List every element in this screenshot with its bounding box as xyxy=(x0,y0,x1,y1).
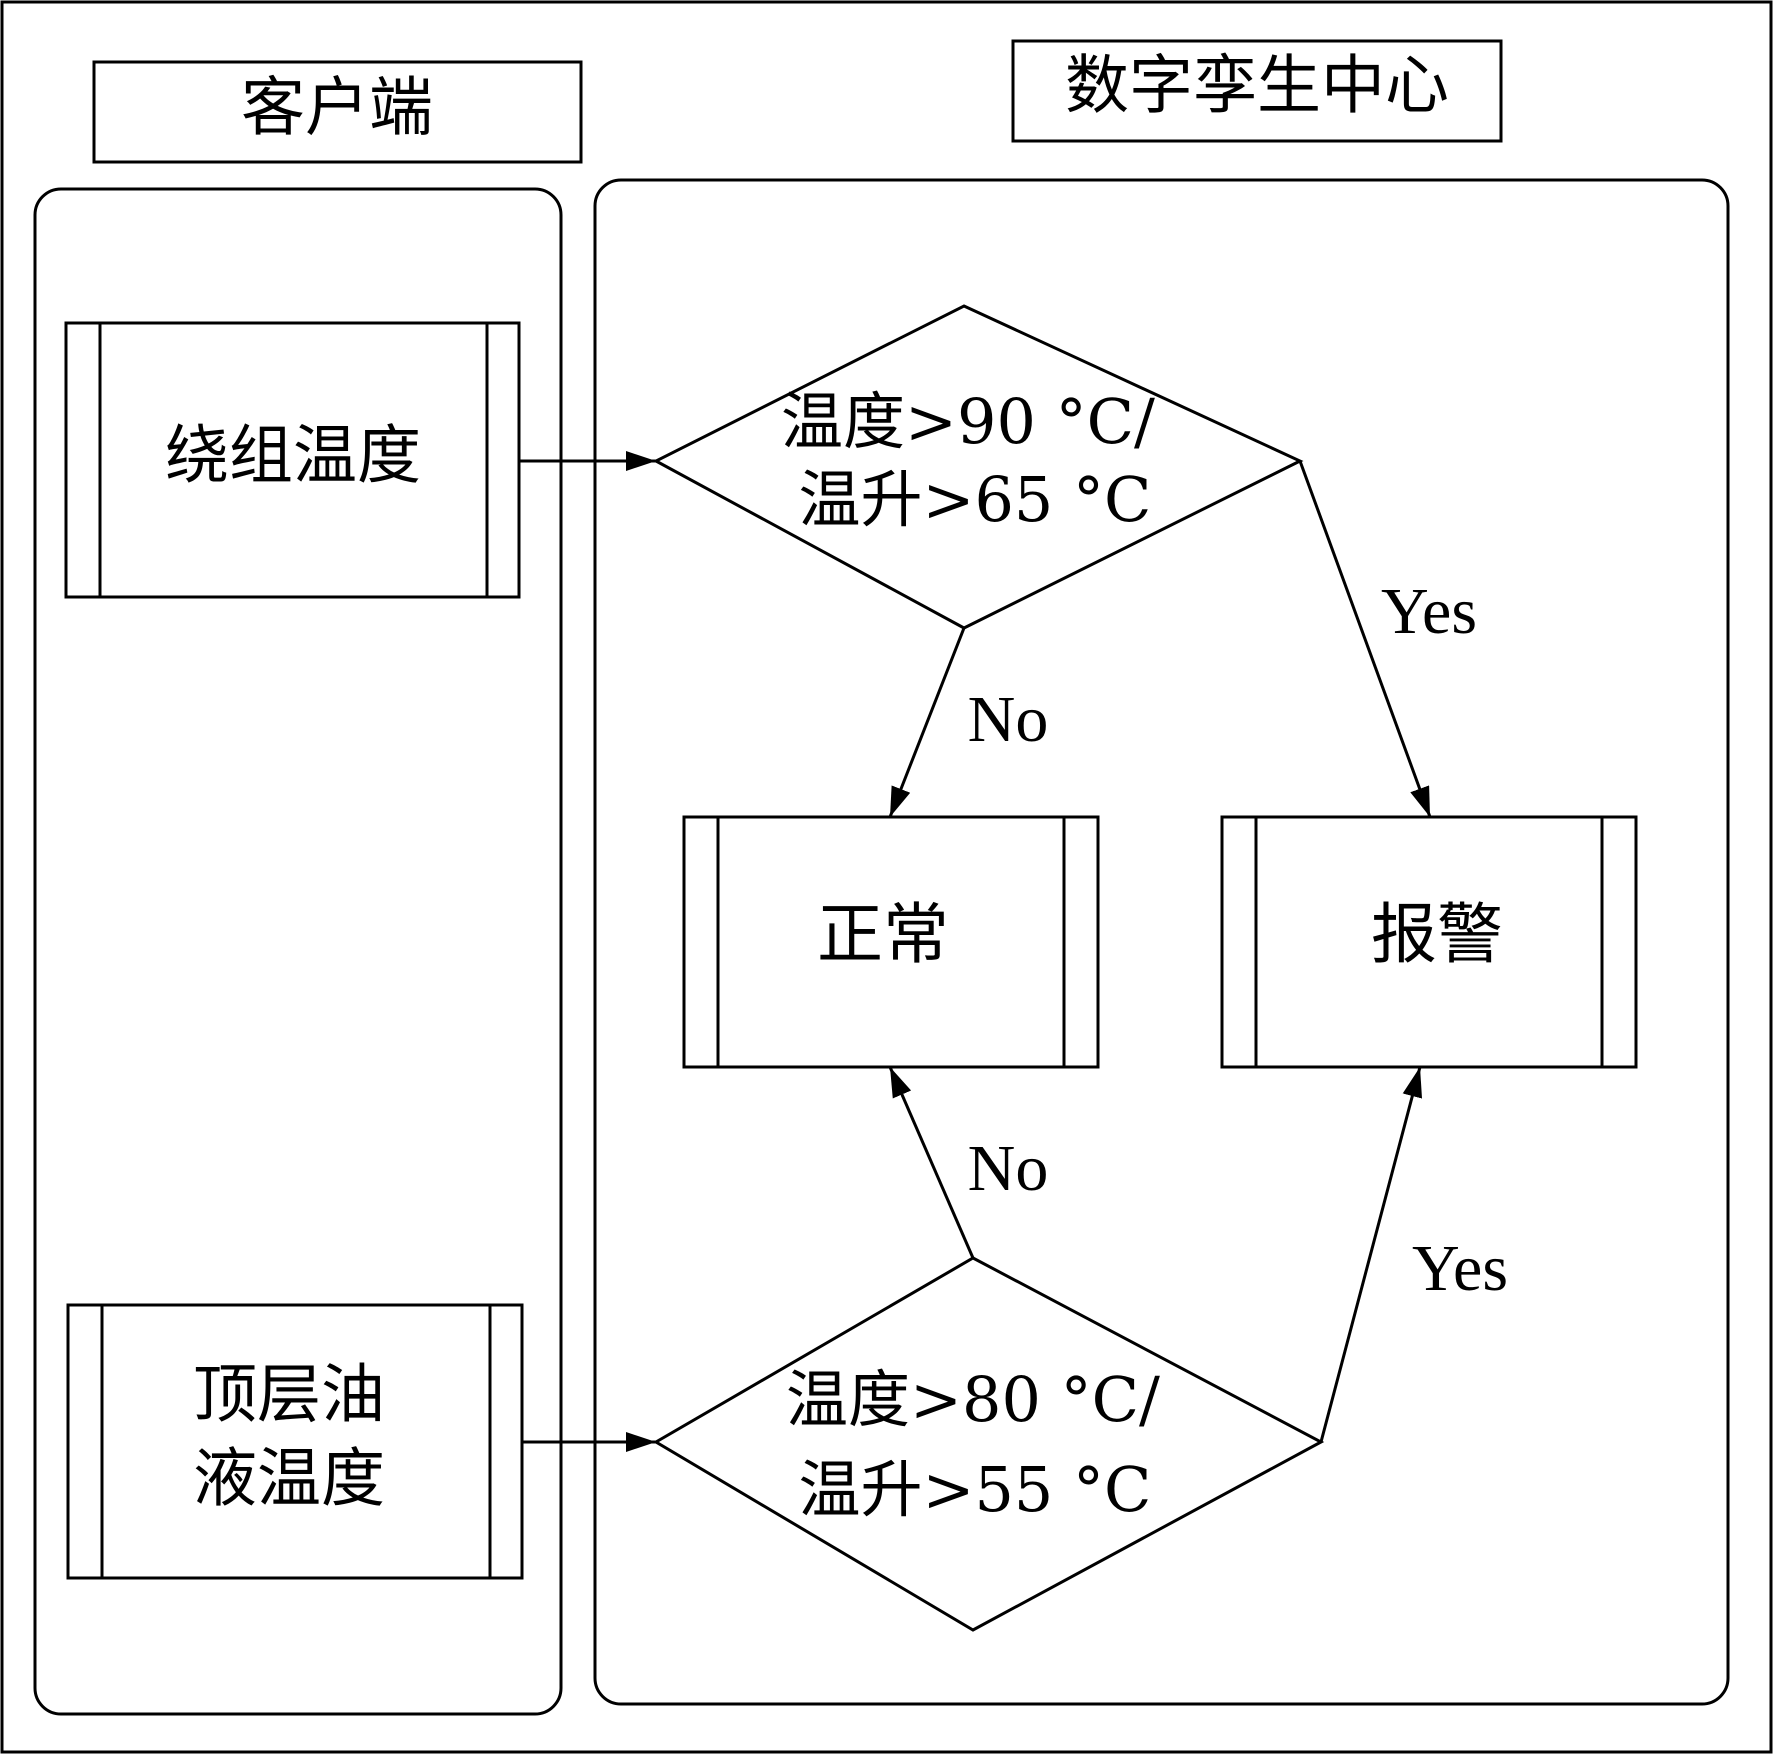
oil-decision-diamond: 温度>80 °C/ 温升>55 °C xyxy=(653,1256,1325,1632)
top-oil-temperature-label-line2: 液温度 xyxy=(193,1443,385,1517)
winding-temperature-box: 绕组温度 xyxy=(64,321,521,599)
oil-decision-line1: 温度>80 °C/ xyxy=(786,1363,1160,1436)
client-lane xyxy=(33,187,563,1716)
top-oil-temperature-box: 顶层油 液温度 xyxy=(66,1303,524,1580)
oil-decision-line2: 温升>55 °C xyxy=(799,1453,1152,1526)
top-oil-temperature-label-line1: 顶层油 xyxy=(193,1359,385,1433)
arrow-oil-no-to-normal xyxy=(888,1066,975,1259)
digital-twin-lane-title-text: 数字孪生中心 xyxy=(1065,50,1449,124)
client-lane-title: 客户端 xyxy=(92,60,583,164)
digital-twin-lane xyxy=(593,178,1730,1706)
winding-decision-diamond: 温度>90 °C/ 温升>65 °C xyxy=(652,304,1304,630)
normal-outcome-box: 正常 xyxy=(682,815,1100,1069)
edge-label-winding-no: No xyxy=(968,683,1049,756)
edge-label-oil-no: No xyxy=(968,1132,1049,1205)
winding-decision-line1: 温度>90 °C/ xyxy=(781,385,1155,458)
arrow-winding-no-to-normal xyxy=(888,627,966,818)
digital-twin-lane-title: 数字孪生中心 xyxy=(1011,39,1503,143)
arrow-winding-yes-to-alarm xyxy=(1298,460,1432,818)
alarm-outcome-label: 报警 xyxy=(1371,896,1503,973)
alarm-outcome-box: 报警 xyxy=(1220,815,1638,1069)
winding-temperature-label: 绕组温度 xyxy=(165,420,421,494)
client-lane-title-text: 客户端 xyxy=(241,72,433,146)
arrow-oil-yes-to-alarm xyxy=(1319,1066,1423,1443)
winding-decision-line2: 温升>65 °C xyxy=(799,463,1152,536)
edge-label-oil-yes: Yes xyxy=(1412,1232,1508,1305)
normal-outcome-label: 正常 xyxy=(817,896,949,973)
edge-label-winding-yes: Yes xyxy=(1381,575,1477,648)
